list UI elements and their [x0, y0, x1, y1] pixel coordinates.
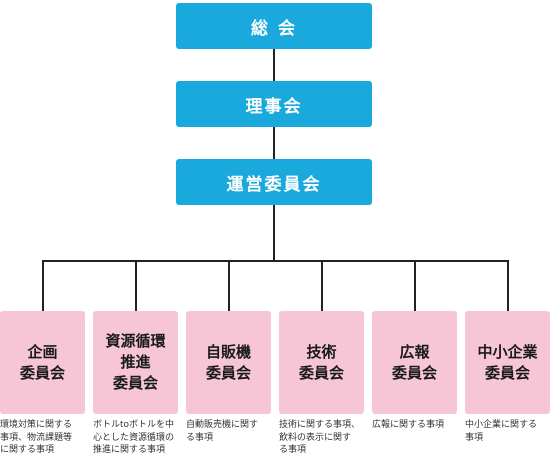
connector-drop-2: [135, 260, 137, 311]
board-box: 理事会: [176, 81, 372, 127]
technical-committee-desc: 技術に関する事項、 飲料の表示に関す る事項: [279, 420, 361, 455]
resource-circulation-committee-desc: ボトルtoボトルを中 心とした資源循環の 推進に関する事項: [93, 420, 175, 455]
connector-drop-6: [507, 260, 509, 311]
sme-committee-desc: 中小企業に関する 事項: [465, 420, 538, 443]
connector-drop-3: [228, 260, 230, 311]
resource-circulation-committee-box: 資源循環 推進 委員会: [93, 311, 178, 414]
technical-committee-box: 技術 委員会: [279, 311, 364, 414]
connector-steering-trunk: [273, 205, 275, 261]
general-assembly-box: 総 会: [176, 3, 372, 49]
connector-horizontal-bar: [42, 260, 508, 262]
planning-committee-desc: 環境対策に関する 事項、物流課題等 に関する事項: [0, 420, 73, 455]
connector-drop-1: [42, 260, 44, 311]
public-relations-committee-desc: 広報に関する事項: [372, 420, 445, 430]
connector-board-steering: [273, 127, 275, 159]
connector-drop-4: [321, 260, 323, 311]
sme-committee-box: 中小企業 委員会: [465, 311, 550, 414]
planning-committee-box: 企画 委員会: [0, 311, 85, 414]
connector-drop-5: [414, 260, 416, 311]
connector-assembly-board: [273, 49, 275, 81]
steering-committee-box: 運営委員会: [176, 159, 372, 205]
public-relations-committee-box: 広報 委員会: [372, 311, 457, 414]
vending-machine-committee-box: 自販機 委員会: [186, 311, 271, 414]
vending-machine-committee-desc: 自動販売機に関す る事項: [186, 420, 259, 443]
